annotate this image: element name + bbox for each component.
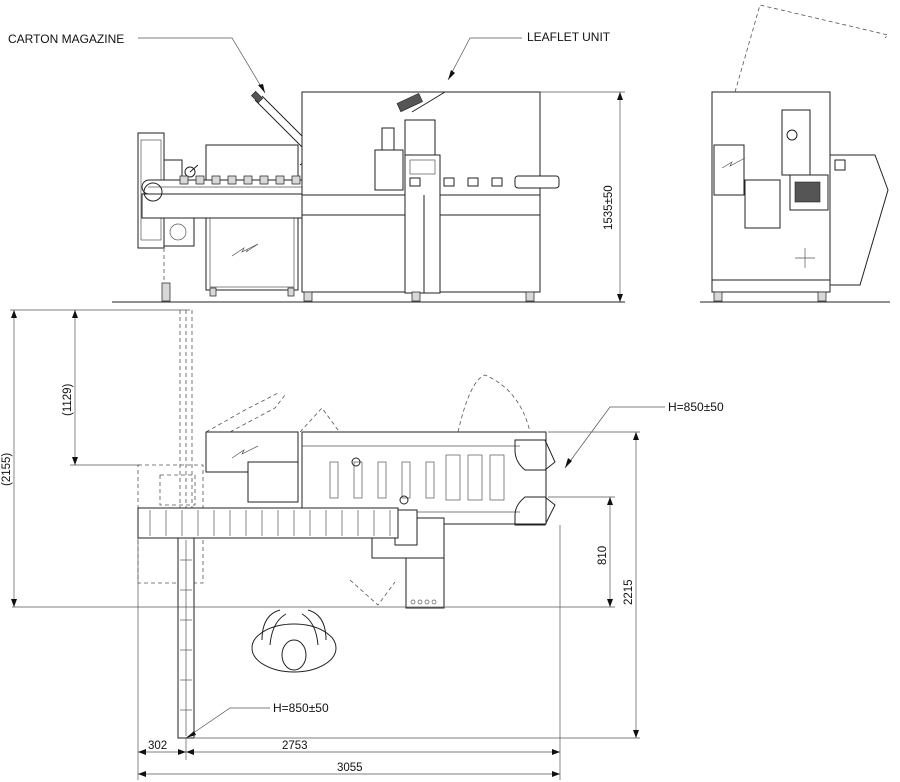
plan-magazine-dash-b xyxy=(229,394,286,433)
plan-roller-1 xyxy=(351,457,361,467)
leaflet-unit-label: LEAFLET UNIT xyxy=(527,30,611,44)
handwheel-spoke xyxy=(189,164,199,173)
side-foot-left xyxy=(713,291,723,302)
cabinet-flow-arrow xyxy=(231,243,259,257)
dim-2753-label: 2753 xyxy=(282,740,308,752)
dim-810-label: 810 xyxy=(597,546,609,565)
leaflet-unit-head xyxy=(396,92,423,113)
plan-left-dashed-box xyxy=(159,474,196,506)
carton-magazine-label: CARTON MAGAZINE xyxy=(8,32,124,46)
h-top-label: H=850±50 xyxy=(668,400,724,414)
plan-door-swing-3 xyxy=(349,579,396,606)
side-leaflet-unit xyxy=(781,109,811,176)
carton-magazine-leader xyxy=(138,37,266,94)
dim-3055-label: 3055 xyxy=(337,762,363,774)
side-elevation-view xyxy=(700,4,890,303)
h-bottom-leader xyxy=(185,707,270,739)
plan-view xyxy=(10,309,665,780)
h-top-leader xyxy=(564,406,665,469)
magazine-top-cap xyxy=(250,90,264,104)
conveyor-sprocket xyxy=(143,182,163,202)
outfeed-carriers xyxy=(409,177,503,187)
frame-foot-2 xyxy=(411,291,421,302)
frame-foot-1 xyxy=(303,291,313,302)
side-flow-arrow xyxy=(721,157,746,169)
plan-magazine-hopper xyxy=(247,461,299,503)
height-arrow-bottom xyxy=(617,294,623,302)
dim-2215-label: 2215 xyxy=(623,579,635,605)
height-dimension-label: 1535±50 xyxy=(603,185,615,230)
plan-flow-arrow xyxy=(231,445,259,459)
leaflet-feeder xyxy=(411,91,446,113)
left-column-foot xyxy=(161,282,171,302)
h-top-arrow xyxy=(565,458,572,468)
side-box xyxy=(744,179,781,229)
plan-door-swing-2 xyxy=(457,374,531,433)
dim-302-label: 302 xyxy=(148,740,167,752)
dim-2155-label: (2155) xyxy=(1,453,13,486)
outfeed-end xyxy=(514,175,560,189)
side-carton-block xyxy=(794,181,821,203)
cabinet-foot-left xyxy=(209,287,217,297)
frame-foot-3 xyxy=(525,291,535,302)
leaflet-drive xyxy=(374,149,404,191)
height-arrow-top xyxy=(617,92,623,100)
plan-conveyor xyxy=(137,507,399,539)
leaflet-unit-body xyxy=(404,119,436,156)
h-bottom-label: H=850±50 xyxy=(273,701,329,715)
side-open-door xyxy=(734,4,889,93)
plan-door-swing-1 xyxy=(299,407,339,433)
left-motor-wheel xyxy=(169,223,187,241)
side-guard xyxy=(829,154,889,286)
main-cabinet-display xyxy=(409,159,436,175)
left-motor xyxy=(163,217,195,247)
h-bottom-arrow xyxy=(186,731,196,738)
side-foot-right xyxy=(817,291,827,302)
cabinet-foot-right xyxy=(287,287,295,297)
leaflet-unit-arrow xyxy=(448,70,455,80)
plan-carton-guides xyxy=(329,454,505,501)
plan-outfeed-lower xyxy=(514,496,556,526)
main-cabinet xyxy=(404,154,441,294)
plan-infeed-pockets xyxy=(180,559,192,711)
side-sensor xyxy=(834,159,846,171)
plan-conveyor-pockets xyxy=(149,510,391,536)
plan-magazine-dash-a xyxy=(205,391,281,433)
leaflet-unit-leader xyxy=(447,37,522,81)
carton-magazine-arrow xyxy=(258,84,265,93)
leaflet-drive-top xyxy=(381,127,395,151)
side-cabinet xyxy=(713,144,745,196)
plan-roller-2 xyxy=(399,495,409,505)
plan-outfeed-upper xyxy=(514,439,556,471)
dim-1129-label: (1129) xyxy=(62,383,74,416)
handwheel xyxy=(184,166,196,178)
front-elevation-view xyxy=(112,37,625,303)
plan-control-panel xyxy=(405,557,445,609)
side-roller xyxy=(786,129,798,141)
operator-figure-icon xyxy=(251,609,337,673)
